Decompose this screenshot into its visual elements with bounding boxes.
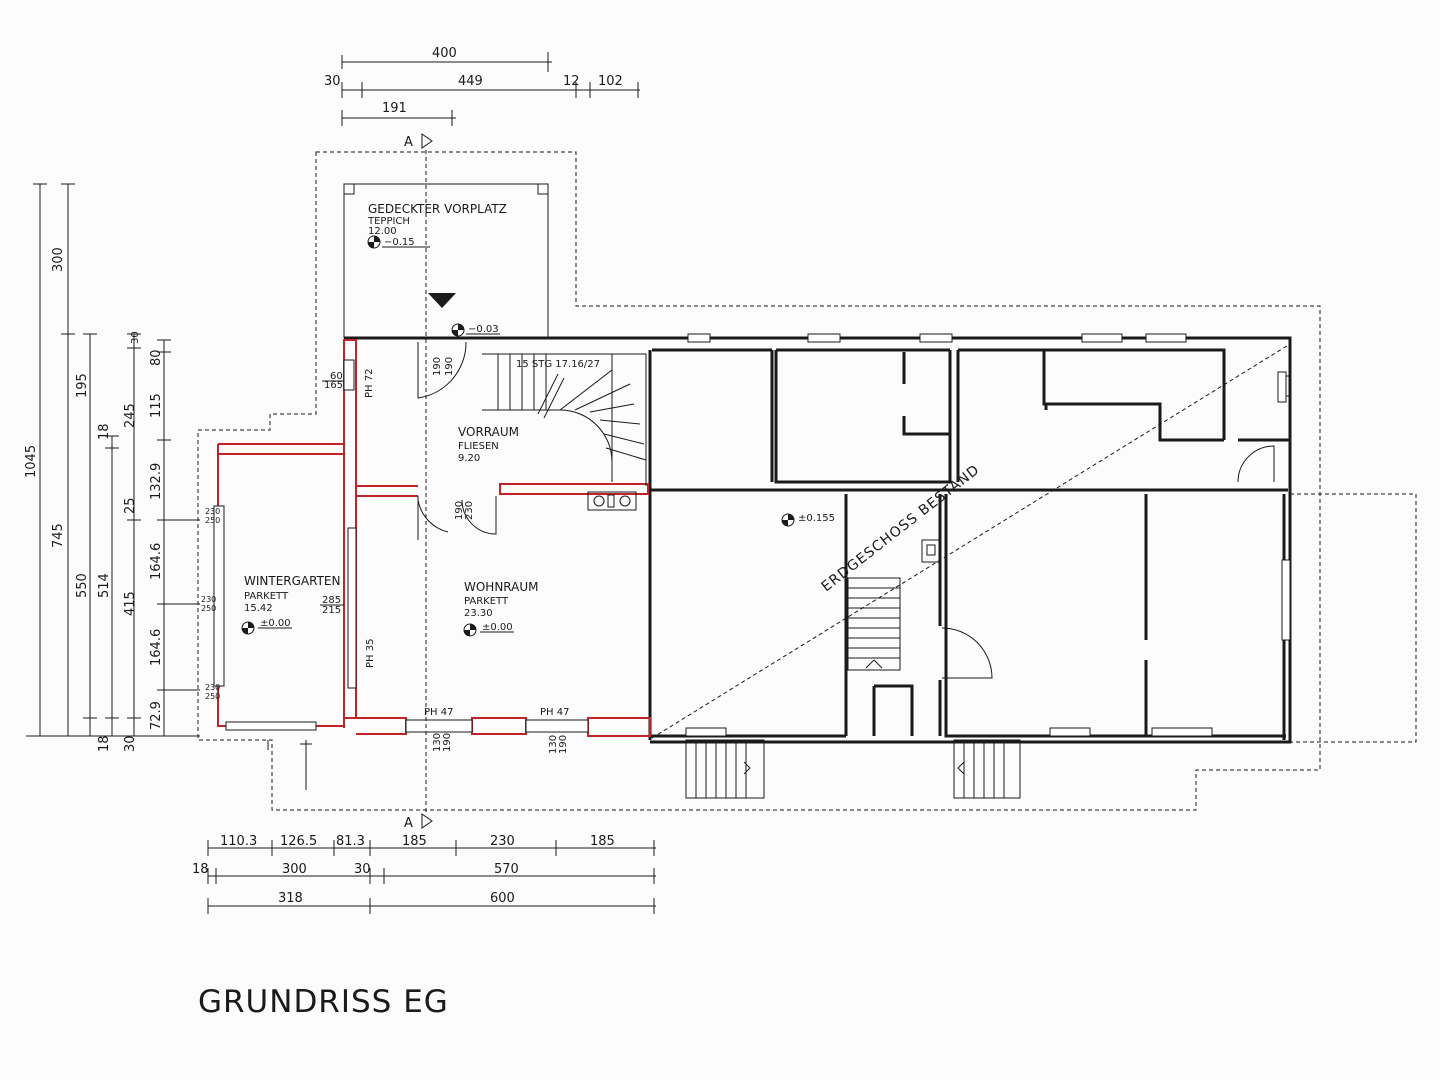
- dim-bottom-318: 318: [278, 891, 303, 906]
- note-ph47b: PH 47: [540, 707, 569, 718]
- dim-left-18b: 18: [97, 735, 112, 752]
- room-floor-vorraum: FLIESEN: [458, 441, 499, 452]
- dim-left-25: 25: [123, 497, 138, 514]
- level-vorplatz: −0.15: [384, 237, 415, 248]
- section-line-a: [421, 133, 433, 829]
- level-marker-icons: [241, 235, 795, 637]
- note-230: 230: [464, 501, 475, 520]
- dimension-chain-top: [341, 52, 640, 126]
- room-area-vorplatz: 12.00: [368, 226, 397, 237]
- room-floor-vorplatz: TEPPICH: [367, 216, 410, 227]
- interior-stair: [482, 353, 647, 486]
- new-windows: [213, 359, 589, 733]
- level-wintergarten: ±0.00: [260, 618, 291, 629]
- dim-top-12: 12: [563, 74, 580, 89]
- dim-left-72-9: 72.9: [149, 701, 164, 730]
- room-area-wintergarten: 15.42: [244, 603, 273, 614]
- note-190a: 190: [432, 357, 443, 376]
- dim-bottom-30: 30: [354, 862, 371, 877]
- note-165: 165: [324, 380, 343, 391]
- dim-left-164-6a: 164.6: [149, 543, 164, 580]
- bestand-diagonal: [651, 343, 1291, 739]
- level-wohnraum: ±0.00: [482, 622, 513, 633]
- dim-left-30: 30: [130, 331, 141, 344]
- dim-left-245: 245: [123, 403, 138, 428]
- note-ph35: PH 35: [365, 639, 376, 668]
- dim-top-191: 191: [382, 101, 407, 116]
- dim-left-30b: 30: [123, 735, 138, 752]
- dim-left-745: 745: [51, 523, 66, 548]
- dim-bottom-18: 18: [192, 862, 209, 877]
- dim-bottom-300: 300: [282, 862, 307, 877]
- note-130a: 130: [432, 733, 443, 752]
- note-w250b: 250: [201, 604, 216, 613]
- dimension-chain-bottom: [207, 840, 656, 914]
- dim-bottom-570: 570: [494, 862, 519, 877]
- dim-left-415: 415: [123, 591, 138, 616]
- room-name-wohnraum: WOHNRAUM: [464, 580, 539, 594]
- dim-top-102: 102: [598, 74, 623, 89]
- dim-bottom-230: 230: [490, 834, 515, 849]
- room-name-vorplatz: GEDECKTER VORPLATZ: [368, 202, 507, 216]
- entrance-arrow-icon: [428, 293, 456, 308]
- outline-dashed: [197, 151, 1417, 811]
- dimension-chain-left: [26, 183, 200, 737]
- room-name-wintergarten: WINTERGARTEN: [244, 574, 341, 588]
- note-190b: 190: [444, 357, 455, 376]
- dim-left-115: 115: [149, 393, 164, 418]
- dim-bottom-185a: 185: [402, 834, 427, 849]
- room-floor-wohnraum: PARKETT: [464, 596, 509, 607]
- note-190d: 190: [442, 733, 453, 752]
- existing-windows: [685, 333, 1291, 737]
- level-entry: −0.03: [468, 324, 499, 335]
- dim-left-80: 80: [149, 349, 164, 366]
- dim-left-195: 195: [75, 373, 90, 398]
- dim-bottom-110-3: 110.3: [220, 834, 257, 849]
- note-190e: 190: [558, 735, 569, 754]
- room-area-wohnraum: 23.30: [464, 608, 493, 619]
- dim-bottom-600: 600: [490, 891, 515, 906]
- note-60: 60: [330, 371, 343, 382]
- dim-left-18: 18: [97, 423, 112, 440]
- kitchen-hob: [587, 491, 637, 511]
- exterior-stairs: [685, 739, 1021, 799]
- note-w250c: 250: [205, 692, 220, 701]
- note-130b: 130: [548, 735, 559, 754]
- dim-left-514: 514: [97, 573, 112, 598]
- room-floor-wintergarten: PARKETT: [244, 591, 289, 602]
- vorplatz-area: [343, 183, 549, 338]
- dim-left-164-6b: 164.6: [149, 629, 164, 666]
- dim-left-300: 300: [51, 247, 66, 272]
- doors: [417, 341, 497, 540]
- dim-bottom-81-3: 81.3: [336, 834, 365, 849]
- note-w230c: 230: [205, 683, 220, 692]
- dim-left-550: 550: [75, 573, 90, 598]
- new-walls: [217, 339, 651, 737]
- room-area-vorraum: 9.20: [458, 453, 480, 464]
- dim-bottom-185b: 185: [590, 834, 615, 849]
- dim-top-400: 400: [432, 46, 457, 61]
- note-w230b: 230: [201, 595, 216, 604]
- note-190c: 190: [454, 501, 465, 520]
- note-ph72: PH 72: [364, 369, 375, 398]
- dim-top-449: 449: [458, 74, 483, 89]
- section-label-top: A: [404, 135, 413, 150]
- note-w230a: 230: [205, 507, 220, 516]
- note-285: 285: [322, 595, 341, 606]
- dim-left-132-9: 132.9: [149, 463, 164, 500]
- dim-left-1045: 1045: [24, 445, 39, 478]
- note-w250a: 250: [205, 516, 220, 525]
- note-215: 215: [322, 605, 341, 616]
- level-bestand: ±0.155: [798, 513, 835, 524]
- existing-walls: [344, 336, 1292, 744]
- dim-top-30: 30: [324, 74, 341, 89]
- drawing-title: GRUNDRISS EG: [198, 984, 449, 1020]
- note-ph47a: PH 47: [424, 707, 453, 718]
- dim-bottom-126-5: 126.5: [280, 834, 317, 849]
- room-name-vorraum: VORRAUM: [458, 425, 519, 439]
- note-stair: 15 STG 17.16/27: [516, 359, 600, 370]
- section-label-bottom: A: [404, 816, 413, 831]
